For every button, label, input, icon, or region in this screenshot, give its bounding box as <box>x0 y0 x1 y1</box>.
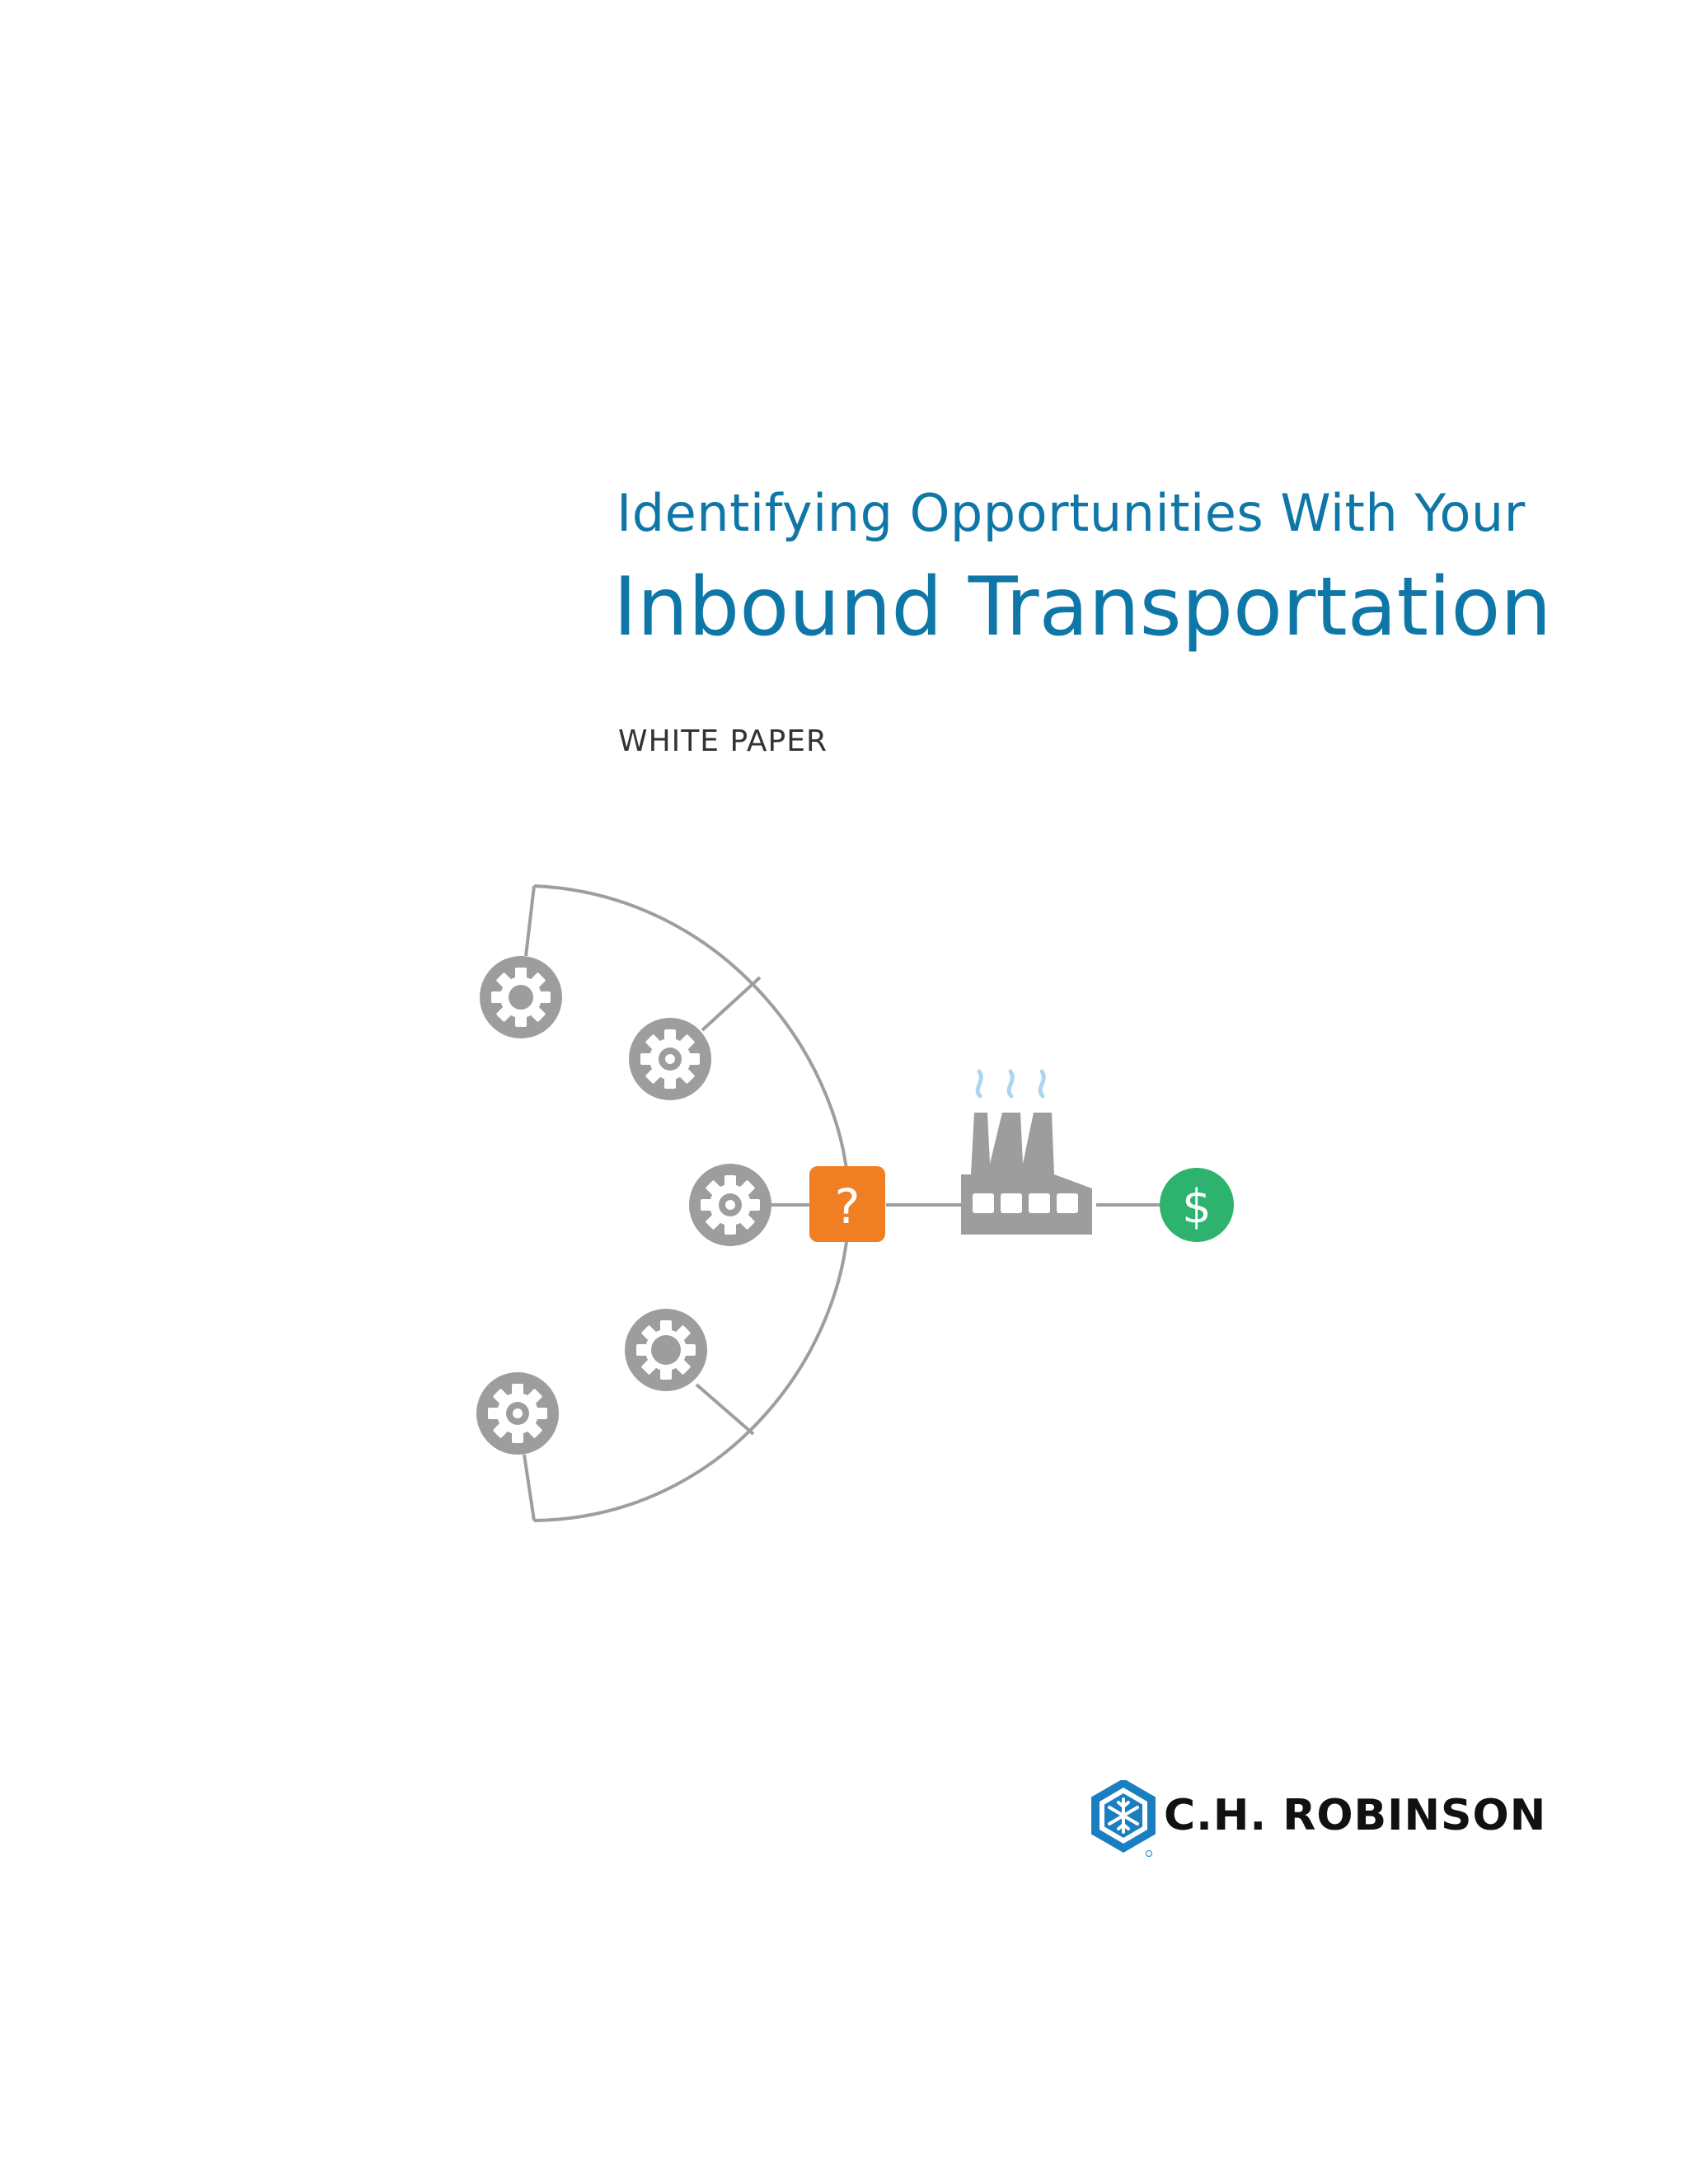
connector-upper-gear <box>701 976 762 1032</box>
gear-icon <box>625 1309 707 1391</box>
brand-logo <box>1091 1780 1156 1857</box>
dollar-symbol: $ <box>1182 1180 1212 1234</box>
hexagon-logo-icon <box>1091 1780 1156 1853</box>
steam-icon <box>975 1069 1046 1099</box>
gear-icon <box>480 956 562 1038</box>
connector-top-gear <box>524 885 536 957</box>
question-box: ? <box>809 1166 885 1242</box>
question-mark: ? <box>835 1179 860 1235</box>
brand-name: C.H. ROBINSON <box>1164 1791 1547 1840</box>
document-type-label: WHITE PAPER <box>618 724 828 758</box>
connector-lower-gear <box>695 1383 755 1436</box>
connector-bottom-gear <box>523 1454 536 1521</box>
title-line-1: Identifying Opportunities With Your <box>617 483 1526 543</box>
gear-icon <box>689 1164 771 1246</box>
gear-icon <box>476 1372 559 1455</box>
factory-icon <box>961 1069 1092 1235</box>
title-line-2: Inbound Transportation <box>613 560 1552 654</box>
gear-icon <box>629 1018 711 1100</box>
dollar-icon: $ <box>1160 1168 1234 1242</box>
